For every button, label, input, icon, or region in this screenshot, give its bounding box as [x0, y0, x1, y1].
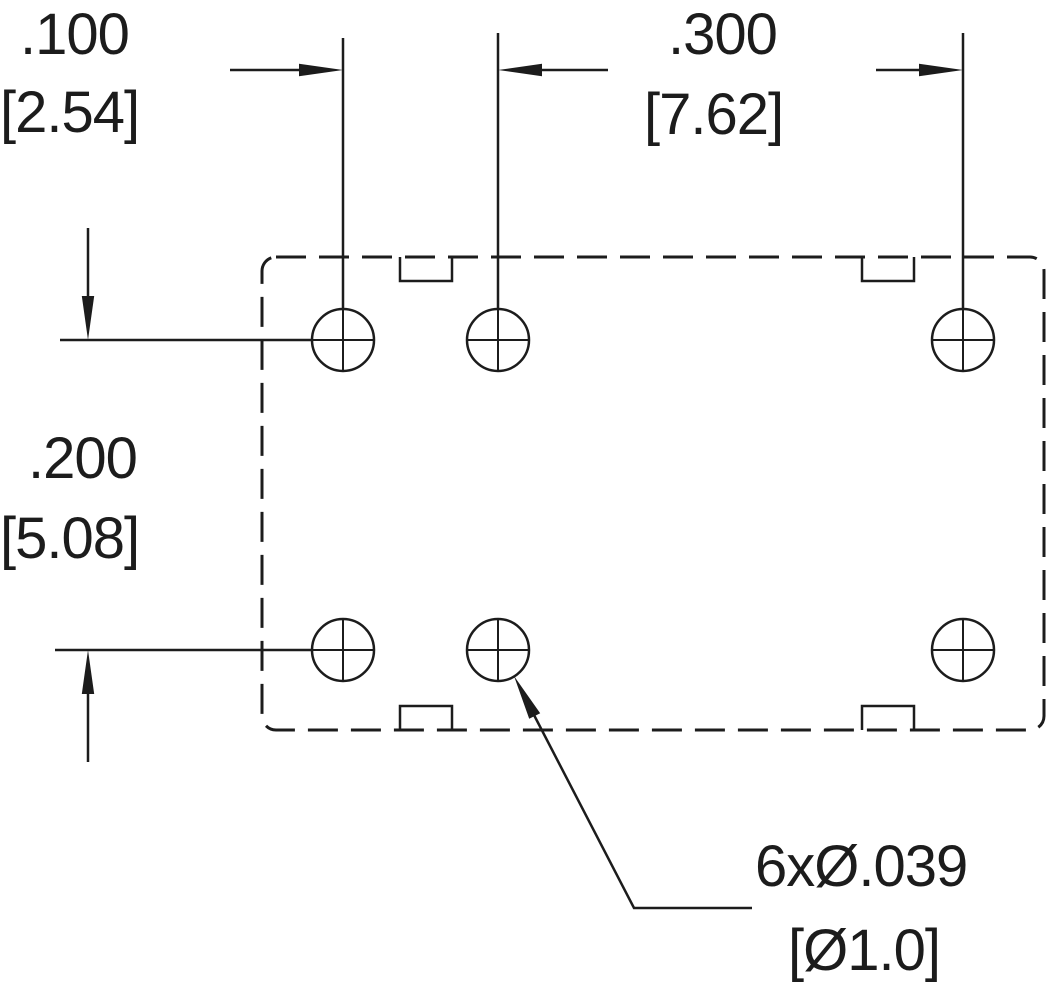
- dim-row-spacing-mm: [5.08]: [0, 506, 140, 571]
- dimension-line-row-spacing: [81, 228, 95, 762]
- hole-callout-mm: [Ø1.0]: [788, 918, 941, 983]
- hole-top-left: [310, 307, 376, 373]
- dim-pitch-large-mm: [7.62]: [644, 82, 784, 147]
- hole-bottom-middle: [465, 617, 531, 683]
- dimension-line-pitch-large: [876, 63, 963, 77]
- hole-top-right: [930, 307, 996, 373]
- hole-callout-inch: 6xØ.039: [755, 834, 968, 899]
- hole-bottom-left: [310, 617, 376, 683]
- leader-line-hole-callout: [514, 676, 752, 910]
- hole-top-middle: [465, 307, 531, 373]
- top-notch-right: [860, 257, 916, 283]
- bottom-notch-right: [860, 704, 916, 730]
- dim-pitch-small-mm: [2.54]: [0, 80, 140, 145]
- component-outline: [260, 255, 1046, 732]
- dim-pitch-large-inch: .300: [668, 2, 778, 67]
- dim-row-spacing-inch: .200: [28, 426, 138, 491]
- dimension-line-pitch-small: [230, 63, 608, 77]
- top-notch-left: [398, 257, 454, 283]
- dim-pitch-small-inch: .100: [20, 2, 130, 67]
- bottom-notch-left: [398, 704, 454, 730]
- hole-bottom-right: [930, 617, 996, 683]
